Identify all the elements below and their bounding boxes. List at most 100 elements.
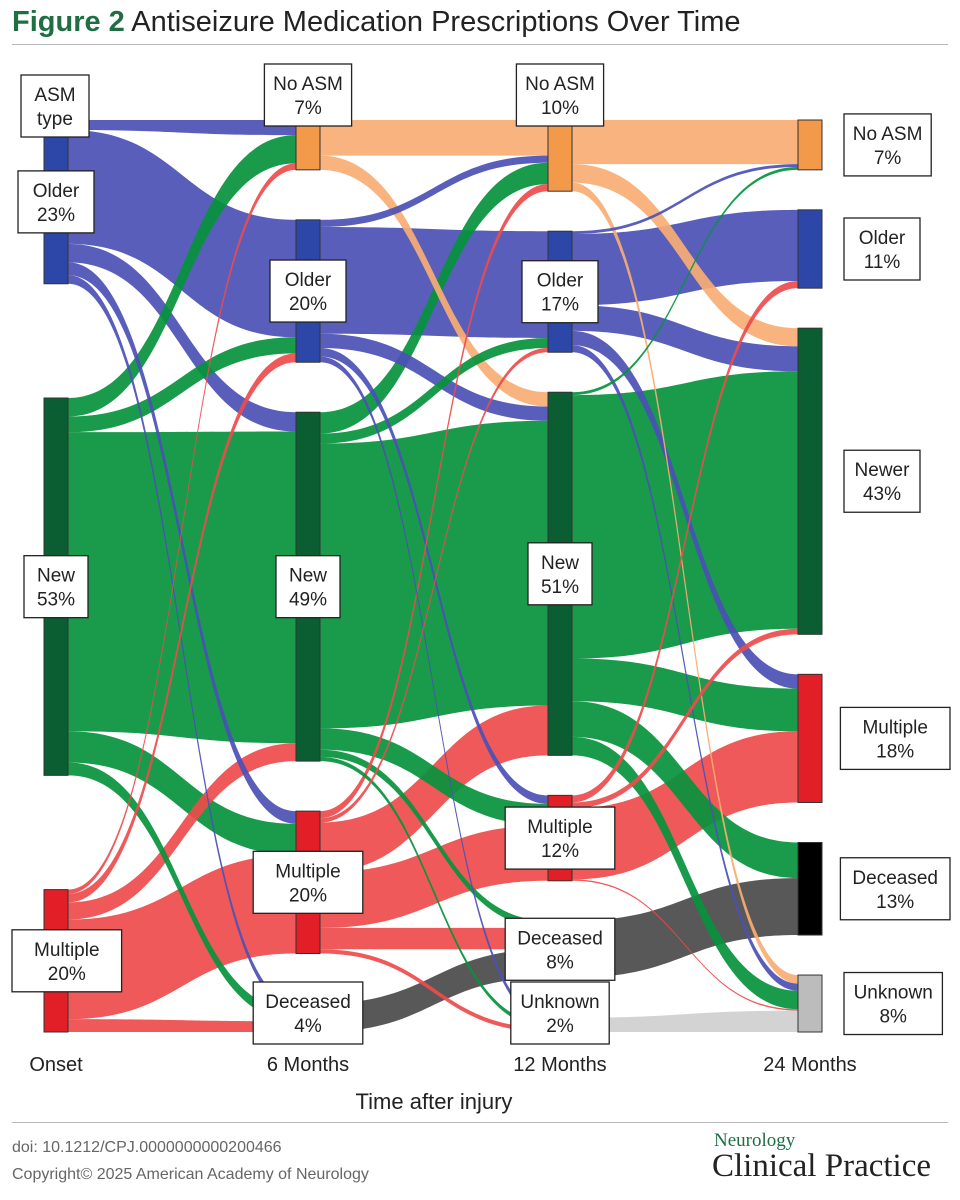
flow-o_mult-to-s6_mult <box>68 854 296 1020</box>
node-label-frame-s6_mult <box>252 850 364 914</box>
x-axis-label: Time after injury <box>356 1089 513 1114</box>
node-bar-s24_newer <box>797 327 823 635</box>
flow-o_older-to-s6_noasm <box>68 120 296 136</box>
flow-s12_dec-to-s24_dec <box>572 878 798 978</box>
node-label-text-s6_dec-1: 4% <box>294 1016 322 1037</box>
node-label-text-s24_unk-0: Unknown <box>854 983 933 1004</box>
node-label-frame-s6_noasm <box>263 63 353 127</box>
node-label-text-s12_mult-1: 12% <box>541 841 579 862</box>
node-label-frame-s24_unk <box>843 971 944 1036</box>
flow-s12_new-to-s24_unk <box>572 736 798 1010</box>
flow-s12_older-to-s24_unk <box>572 345 798 991</box>
flow-o_older-to-s6_new <box>68 243 296 432</box>
flow-s6_mult-to-s12_mult <box>320 825 548 928</box>
flow-s6_mult-to-s12_older <box>320 347 548 823</box>
node-label-text-s12_older-0: Older <box>537 271 584 292</box>
node-bar-s24_older <box>797 209 823 289</box>
node-label-text-s12_mult-0: Multiple <box>527 817 592 838</box>
stage-label-24-months: 24 Months <box>763 1054 856 1076</box>
node-label-s12_new: New 51% <box>527 542 593 606</box>
flow-s6_noasm-to-s12_noasm <box>320 120 548 156</box>
node-label-frame-s12_new <box>527 542 593 606</box>
doi-text: doi: 10.1212/CPJ.0000000000200466 <box>12 1139 282 1156</box>
node-label-text-s24_newer-0: Newer <box>855 460 911 481</box>
figure-header: Figure 2 Antiseizure Medication Prescrip… <box>12 2 741 42</box>
node-label-text-s6_dec-0: Deceased <box>265 992 351 1013</box>
flow-s12_older-to-s24_noasm <box>572 164 798 235</box>
figure-title: Antiseizure Medication Prescriptions Ove… <box>131 6 741 38</box>
node-label-frame-o_new <box>23 555 89 619</box>
flow-s6_older-to-s12_unk <box>320 356 548 1024</box>
node-label-text-s6_mult-1: 20% <box>289 885 327 906</box>
node-label-text-s24_dec-1: 13% <box>876 892 914 913</box>
footer-divider <box>12 1122 948 1123</box>
flow-s6_older-to-s12_noasm <box>320 155 548 227</box>
flow-s12_new-to-s24_noasm <box>572 166 798 396</box>
flow-o_older-to-s6_dec <box>68 275 296 1011</box>
node-label-s24_newer: Newer 43% <box>843 449 921 513</box>
flow-s6_mult-to-s12_dec <box>320 927 548 950</box>
node-bar-s24_dec <box>797 841 823 936</box>
legend-title-frame <box>20 74 90 138</box>
node-label-text-s12_new-1: 51% <box>541 577 579 598</box>
node-label-text-s6_new-1: 49% <box>289 590 327 611</box>
legend-title-box: ASM type <box>20 74 90 138</box>
node-label-text-s12_dec-1: 8% <box>546 952 574 973</box>
node-label-s24_dec: Deceased 13% <box>839 857 951 921</box>
node-label-text-s6_mult-0: Multiple <box>275 861 340 882</box>
node-label-frame-s6_older <box>269 259 347 323</box>
node-label-s6_mult: Multiple 20% <box>252 850 364 914</box>
flow-s6_mult-to-s12_unk <box>320 949 548 1032</box>
node-label-frame-s24_mult <box>839 706 951 771</box>
flow-s12_noasm-to-s24_noasm <box>572 120 798 165</box>
node-label-text-s24_mult-0: Multiple <box>862 717 927 738</box>
node-label-frame-s6_new <box>275 555 341 619</box>
stage-label-6-months: 6 Months <box>267 1054 349 1076</box>
node-bar-s6_noasm <box>295 119 321 171</box>
journal-logo-top: Neurology <box>714 1130 796 1151</box>
flow-s6_noasm-to-s12_new <box>320 155 548 407</box>
flow-o_new-to-s6_dec <box>68 762 296 1022</box>
flow-s12_new-to-s24_mult <box>572 658 798 732</box>
node-label-text-s24_dec-0: Deceased <box>852 868 938 889</box>
node-label-text-s24_older-0: Older <box>859 228 906 249</box>
flow-o_new-to-s6_mult <box>68 731 296 855</box>
node-label-text-s6_new-0: New <box>289 566 327 587</box>
node-label-text-s12_noasm-0: No ASM <box>525 74 595 95</box>
flow-s6_new-to-s12_noasm <box>320 162 548 434</box>
node-label-frame-s12_noasm <box>515 63 605 127</box>
flow-s6_mult-to-s12_new <box>320 705 548 873</box>
node-label-text-s6_older-0: Older <box>285 270 332 291</box>
legend-title-line-2: type <box>37 109 73 130</box>
flow-s6_new-to-s12_unk <box>320 756 548 1028</box>
journal-logo-bottom: Clinical Practice <box>712 1148 931 1184</box>
node-label-text-s6_noasm-0: No ASM <box>273 74 343 95</box>
node-label-text-o_new-1: 53% <box>37 590 75 611</box>
node-label-frame-s24_newer <box>843 449 921 513</box>
node-label-frame-s24_noasm <box>843 113 932 177</box>
node-label-text-s24_newer-1: 43% <box>863 484 901 505</box>
flow-s12_older-to-s24_mult <box>572 330 798 689</box>
flow-o_new-to-s6_new <box>68 431 296 744</box>
flow-o_new-to-s6_noasm <box>68 135 296 417</box>
flow-o_older-to-s6_older <box>68 129 296 338</box>
node-label-frame-s12_dec <box>504 917 616 981</box>
flow-s6_mult-to-s12_noasm <box>320 184 548 819</box>
node-label-frame-s6_dec <box>252 981 364 1045</box>
node-bar-s12_noasm <box>547 119 573 192</box>
flow-s12_mult-to-s24_newer <box>572 628 798 809</box>
node-label-text-s6_older-1: 20% <box>289 294 327 315</box>
node-label-frame-o_mult <box>11 929 123 993</box>
node-label-text-s12_new-0: New <box>541 553 579 574</box>
header-divider <box>12 44 948 45</box>
legend-title-line-1: ASM <box>34 85 75 106</box>
